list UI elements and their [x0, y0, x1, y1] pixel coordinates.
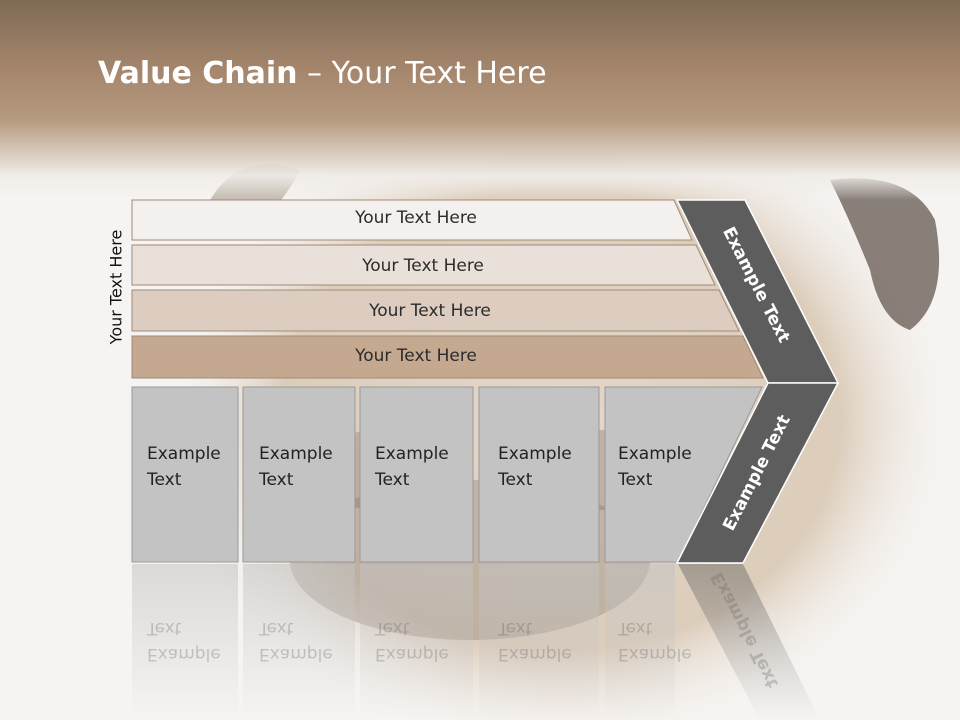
reflection-text-2-line2: Text: [259, 618, 294, 638]
activity-text-1-line1: Example: [147, 444, 221, 464]
reflection-text-1-line2: Text: [147, 618, 182, 638]
reflection-text-5-line2: Text: [618, 618, 653, 638]
reflection-text-4-line2: Text: [498, 618, 533, 638]
reflection-cell-1: [132, 564, 238, 720]
reflection-text-1: Example Text: [147, 615, 221, 667]
header-band: [0, 0, 960, 200]
row-label-1: Your Text Here: [355, 208, 477, 228]
row-bar-2: [131, 244, 716, 286]
title-rest: – Your Text Here: [297, 56, 547, 91]
activity-text-1-line2: Text: [147, 470, 182, 490]
activity-text-2-line1: Example: [259, 444, 333, 464]
activity-text-5-line2: Text: [618, 470, 653, 490]
reflection-text-5-line1: Example: [618, 644, 692, 664]
title-bold: Value Chain: [98, 56, 298, 91]
reflection-text-4: Example Text: [498, 615, 572, 667]
row-bar-3: [131, 289, 740, 332]
activity-cell-2: [242, 386, 356, 563]
reflection-text-3-line2: Text: [375, 618, 410, 638]
activity-text-2-line2: Text: [259, 470, 294, 490]
reflection-text-2-line1: Example: [259, 644, 333, 664]
activity-text-3-line1: Example: [375, 444, 449, 464]
margin-chevron-bottom: [675, 382, 840, 564]
slide-title: Value Chain – Your Text Here: [98, 56, 547, 91]
reflection-cell-5: [605, 564, 675, 720]
row-bar-1: [131, 199, 693, 241]
reflection-text-3-line1: Example: [375, 644, 449, 664]
row-label-4: Your Text Here: [355, 346, 477, 366]
activity-cell-3: [359, 386, 474, 563]
reflection-text-2: Example Text: [259, 615, 333, 667]
activity-text-5-line1: Example: [618, 444, 692, 464]
reflection-text-5: Example Text: [618, 615, 692, 667]
row-bar-4: [131, 335, 764, 379]
activity-text-3-line2: Text: [375, 470, 410, 490]
activity-text-4-line2: Text: [498, 470, 533, 490]
activity-text-4-line1: Example: [498, 444, 572, 464]
reflection-text-1-line1: Example: [147, 644, 221, 664]
reflection-cell-3: [360, 564, 473, 720]
activity-cell-4: [478, 386, 600, 563]
reflection-arrow: [678, 564, 820, 720]
reflection-cell-2: [243, 564, 355, 720]
reflection-text-3: Example Text: [375, 615, 449, 667]
reflection-text-4-line1: Example: [498, 644, 572, 664]
reflection-cell-4: [479, 564, 599, 720]
row-label-3: Your Text Here: [369, 301, 491, 321]
activity-cell-1: [131, 386, 239, 563]
row-label-2: Your Text Here: [362, 256, 484, 276]
